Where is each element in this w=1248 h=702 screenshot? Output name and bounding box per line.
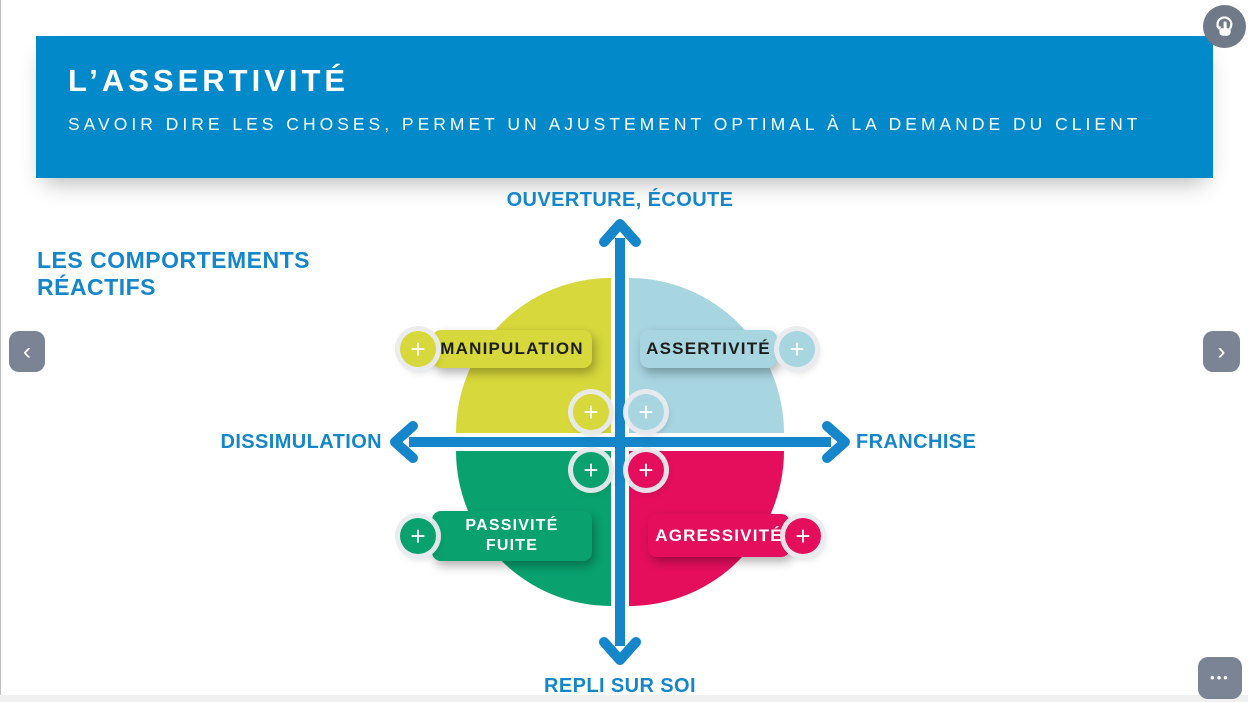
axis-label-bottom: REPLI SUR SOI	[544, 675, 696, 697]
plus-button-agressivite-center[interactable]: +	[628, 452, 664, 488]
label-manipulation[interactable]: MANIPULATION +	[400, 330, 592, 368]
pill-label: MANIPULATION	[440, 339, 584, 358]
plus-button-agressivite-label[interactable]: +	[785, 517, 821, 554]
axis-label-left: DISSIMULATION	[220, 431, 382, 453]
section-heading: LES COMPORTEMENTS RÉACTIFS	[37, 247, 311, 300]
plus-button-passivite-center[interactable]: +	[573, 452, 609, 488]
plus-button-assertivite-label[interactable]: +	[779, 331, 815, 367]
pill-label: ASSERTIVITÉ	[646, 339, 771, 358]
plus-button-manipulation-center[interactable]: +	[573, 394, 609, 430]
axis-label-right: FRANCHISE	[856, 431, 977, 453]
plus-button-assertivite-center[interactable]: +	[628, 394, 664, 430]
label-agressivite[interactable]: AGRESSIVITÉ +	[648, 514, 821, 557]
pill-label-line1: PASSIVITÉ	[465, 517, 559, 535]
pill-label: AGRESSIVITÉ	[655, 525, 783, 545]
plus-button-manipulation-label[interactable]: +	[400, 331, 436, 367]
more-options-button[interactable]: •••	[1198, 657, 1242, 699]
prev-slide-button[interactable]: ‹	[9, 331, 45, 372]
pill-label-line2: FUITE	[485, 537, 539, 554]
page-subtitle: SAVOIR DIRE LES CHOSES, PERMET UN AJUSTE…	[68, 114, 1142, 134]
slide-bottom-strip	[0, 695, 1248, 702]
page-title: L’ASSERTIVITÉ	[68, 63, 350, 98]
next-slide-button[interactable]: ›	[1203, 331, 1240, 372]
slide-left-edge	[0, 0, 1, 702]
tap-replay-icon	[1212, 14, 1238, 40]
axis-label-top: OUVERTURE, ÉCOUTE	[506, 189, 734, 211]
replay-button[interactable]	[1203, 5, 1246, 48]
label-assertivite[interactable]: ASSERTIVITÉ +	[640, 330, 815, 368]
label-passivite-fuite[interactable]: PASSIVITÉ FUITE +	[400, 511, 592, 561]
plus-button-passivite-label[interactable]: +	[400, 518, 436, 554]
header-banner: L’ASSERTIVITÉ SAVOIR DIRE LES CHOSES, PE…	[36, 36, 1213, 178]
axes-graphic	[390, 219, 850, 665]
